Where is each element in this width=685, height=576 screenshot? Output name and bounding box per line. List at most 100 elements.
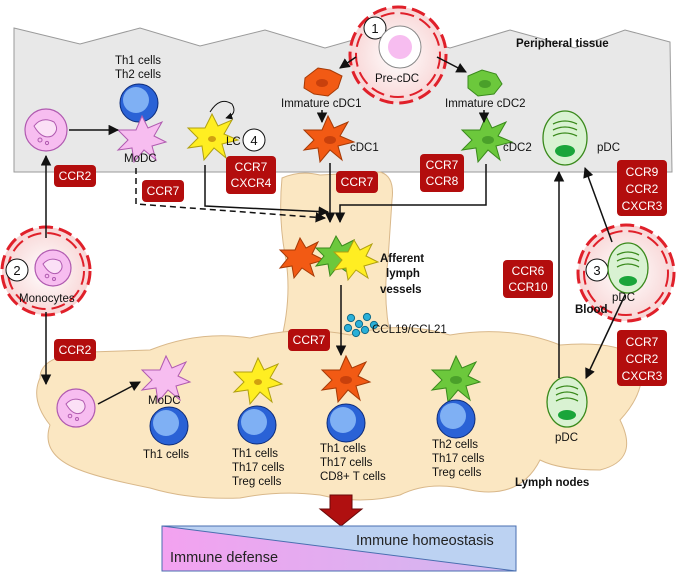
immature-cdc1-label: Immature cDC1	[281, 98, 362, 110]
group-b-label-3: CD8+ T cells	[320, 471, 386, 483]
svg-text:CCR2: CCR2	[59, 169, 92, 183]
t-cell-node-a	[237, 405, 277, 445]
badge-ccr7-ccr8: CCR7 CCR8	[420, 154, 464, 192]
immature-cdc2-cell	[467, 69, 503, 97]
badge-ccr7-cdc1: CCR7	[336, 171, 378, 193]
svg-text:CCR10: CCR10	[508, 280, 548, 294]
monocytes-label: Monocytes	[19, 293, 75, 305]
modc-node-label: MoDC	[148, 395, 181, 407]
afferent-dc-cluster	[278, 234, 380, 282]
number-3-badge: 3	[585, 258, 609, 282]
cdc1-node-cell	[320, 354, 372, 404]
gradient-bar	[161, 525, 517, 572]
lc-label: LC	[226, 136, 241, 148]
badge-ccr2-upper: CCR2	[54, 165, 96, 187]
badge-ccr7-group: CCR7 CCR2 CXCR3	[617, 330, 667, 386]
chemokine-dots	[343, 312, 379, 338]
svg-text:CCR6: CCR6	[512, 264, 545, 278]
group-a-label-2: Th17 cells	[232, 462, 285, 474]
immune-homeostasis-label: Immune homeostasis	[356, 533, 494, 549]
modc-tissue-cell	[116, 114, 168, 164]
modc-node-cell	[140, 354, 192, 404]
down-arrow-icon	[318, 494, 364, 527]
lc-cell	[186, 100, 240, 162]
svg-text:CXCR3: CXCR3	[622, 369, 663, 383]
badge-ccr6-ccr10: CCR6 CCR10	[503, 260, 553, 298]
t-cell-node-b	[326, 403, 366, 443]
pdc-tissue-cell	[542, 110, 588, 166]
cdc2-cell	[460, 114, 514, 164]
group-a-label-1: Th1 cells	[232, 448, 278, 460]
number-4-badge: 4	[242, 128, 266, 152]
svg-text:CCR2: CCR2	[626, 352, 659, 366]
svg-text:CCR7: CCR7	[293, 333, 326, 347]
monocyte-blood-cell	[34, 249, 72, 287]
number-2-badge: 2	[5, 258, 29, 282]
modc-tissue-label: MoDC	[124, 153, 157, 165]
group-c-label-3: Treg cells	[432, 467, 482, 479]
svg-text:2: 2	[13, 263, 20, 278]
peripheral-tissue-region	[13, 27, 673, 173]
arrow-modc-dashed	[135, 168, 327, 223]
t-cell-tissue	[119, 83, 159, 123]
monocyte-tissue-cell	[24, 108, 68, 152]
group-b-label-2: Th17 cells	[320, 457, 373, 469]
badge-ccr9-group: CCR9 CCR2 CXCR3	[617, 160, 667, 216]
svg-text:CCR7: CCR7	[341, 175, 374, 189]
group-c-label-2: Th17 cells	[432, 453, 485, 465]
svg-text:CXCR3: CXCR3	[622, 199, 663, 213]
lc-node-cell	[232, 356, 284, 406]
afferent-label-2: lymph	[386, 268, 420, 280]
peripheral-tissue-label: Peripheral tissue	[516, 38, 609, 50]
cdc2-node-cell	[430, 354, 482, 404]
th1-node-label: Th1 cells	[143, 449, 189, 461]
afferent-label-1: Afferent	[380, 253, 424, 265]
cdc1-label: cDC1	[350, 142, 379, 154]
badge-ccr7-node: CCR7	[288, 329, 330, 351]
svg-text:3: 3	[593, 263, 600, 278]
arrow-blood-pdc-to-tissue	[583, 167, 613, 243]
arrow-precdc-to-cdc1	[339, 56, 357, 69]
blood-label: Blood	[575, 304, 608, 316]
th-tissue-label-2: Th2 cells	[115, 69, 161, 81]
svg-text:CCR7: CCR7	[626, 335, 659, 349]
th-tissue-label-1: Th1 cells	[115, 55, 161, 67]
svg-text:CCR2: CCR2	[626, 182, 659, 196]
immature-cdc1-cell	[303, 67, 343, 97]
svg-text:CCR7: CCR7	[235, 160, 268, 174]
pre-cdc-label: Pre-cDC	[375, 73, 419, 85]
arrow-node-monocyte-to-modc	[97, 381, 141, 405]
group-c-label-1: Th2 cells	[432, 439, 478, 451]
arrow-precdc-to-cdc2	[436, 56, 467, 73]
monocyte-node-cell	[56, 388, 96, 428]
badge-ccr7-modc: CCR7	[142, 180, 184, 202]
arrow-blood-pdc-to-node	[585, 294, 626, 379]
svg-text:1: 1	[371, 21, 378, 36]
pdc-blood-cell	[607, 242, 649, 294]
svg-text:CCR8: CCR8	[426, 174, 459, 188]
number-1-badge: 1	[363, 16, 387, 40]
svg-text:CCR2: CCR2	[59, 343, 92, 357]
arrow-lc-to-vessel	[204, 165, 330, 217]
arrows	[40, 56, 626, 405]
pdc-node-label: pDC	[555, 432, 578, 444]
pre-cdc-cell	[378, 25, 422, 69]
pdc-tissue-label: pDC	[597, 142, 620, 154]
lymph-nodes-label: Lymph nodes	[515, 477, 589, 489]
svg-text:4: 4	[250, 133, 257, 148]
group-b-label-1: Th1 cells	[320, 443, 366, 455]
svg-text:CXCR4: CXCR4	[231, 176, 272, 190]
cdc2-label: cDC2	[503, 142, 532, 154]
group-a-label-3: Treg cells	[232, 476, 282, 488]
cdc1-cell	[302, 114, 356, 164]
svg-text:CCR9: CCR9	[626, 165, 659, 179]
t-cell-node-th1	[149, 406, 189, 446]
svg-text:CCR7: CCR7	[426, 158, 459, 172]
afferent-label-3: vessels	[380, 284, 422, 296]
arrow-cdc2-to-vessel	[334, 164, 487, 224]
pdc-node-cell	[546, 376, 588, 428]
svg-text:CCR7: CCR7	[147, 184, 180, 198]
badge-ccr7-cxcr4: CCR7 CXCR4	[226, 156, 276, 194]
